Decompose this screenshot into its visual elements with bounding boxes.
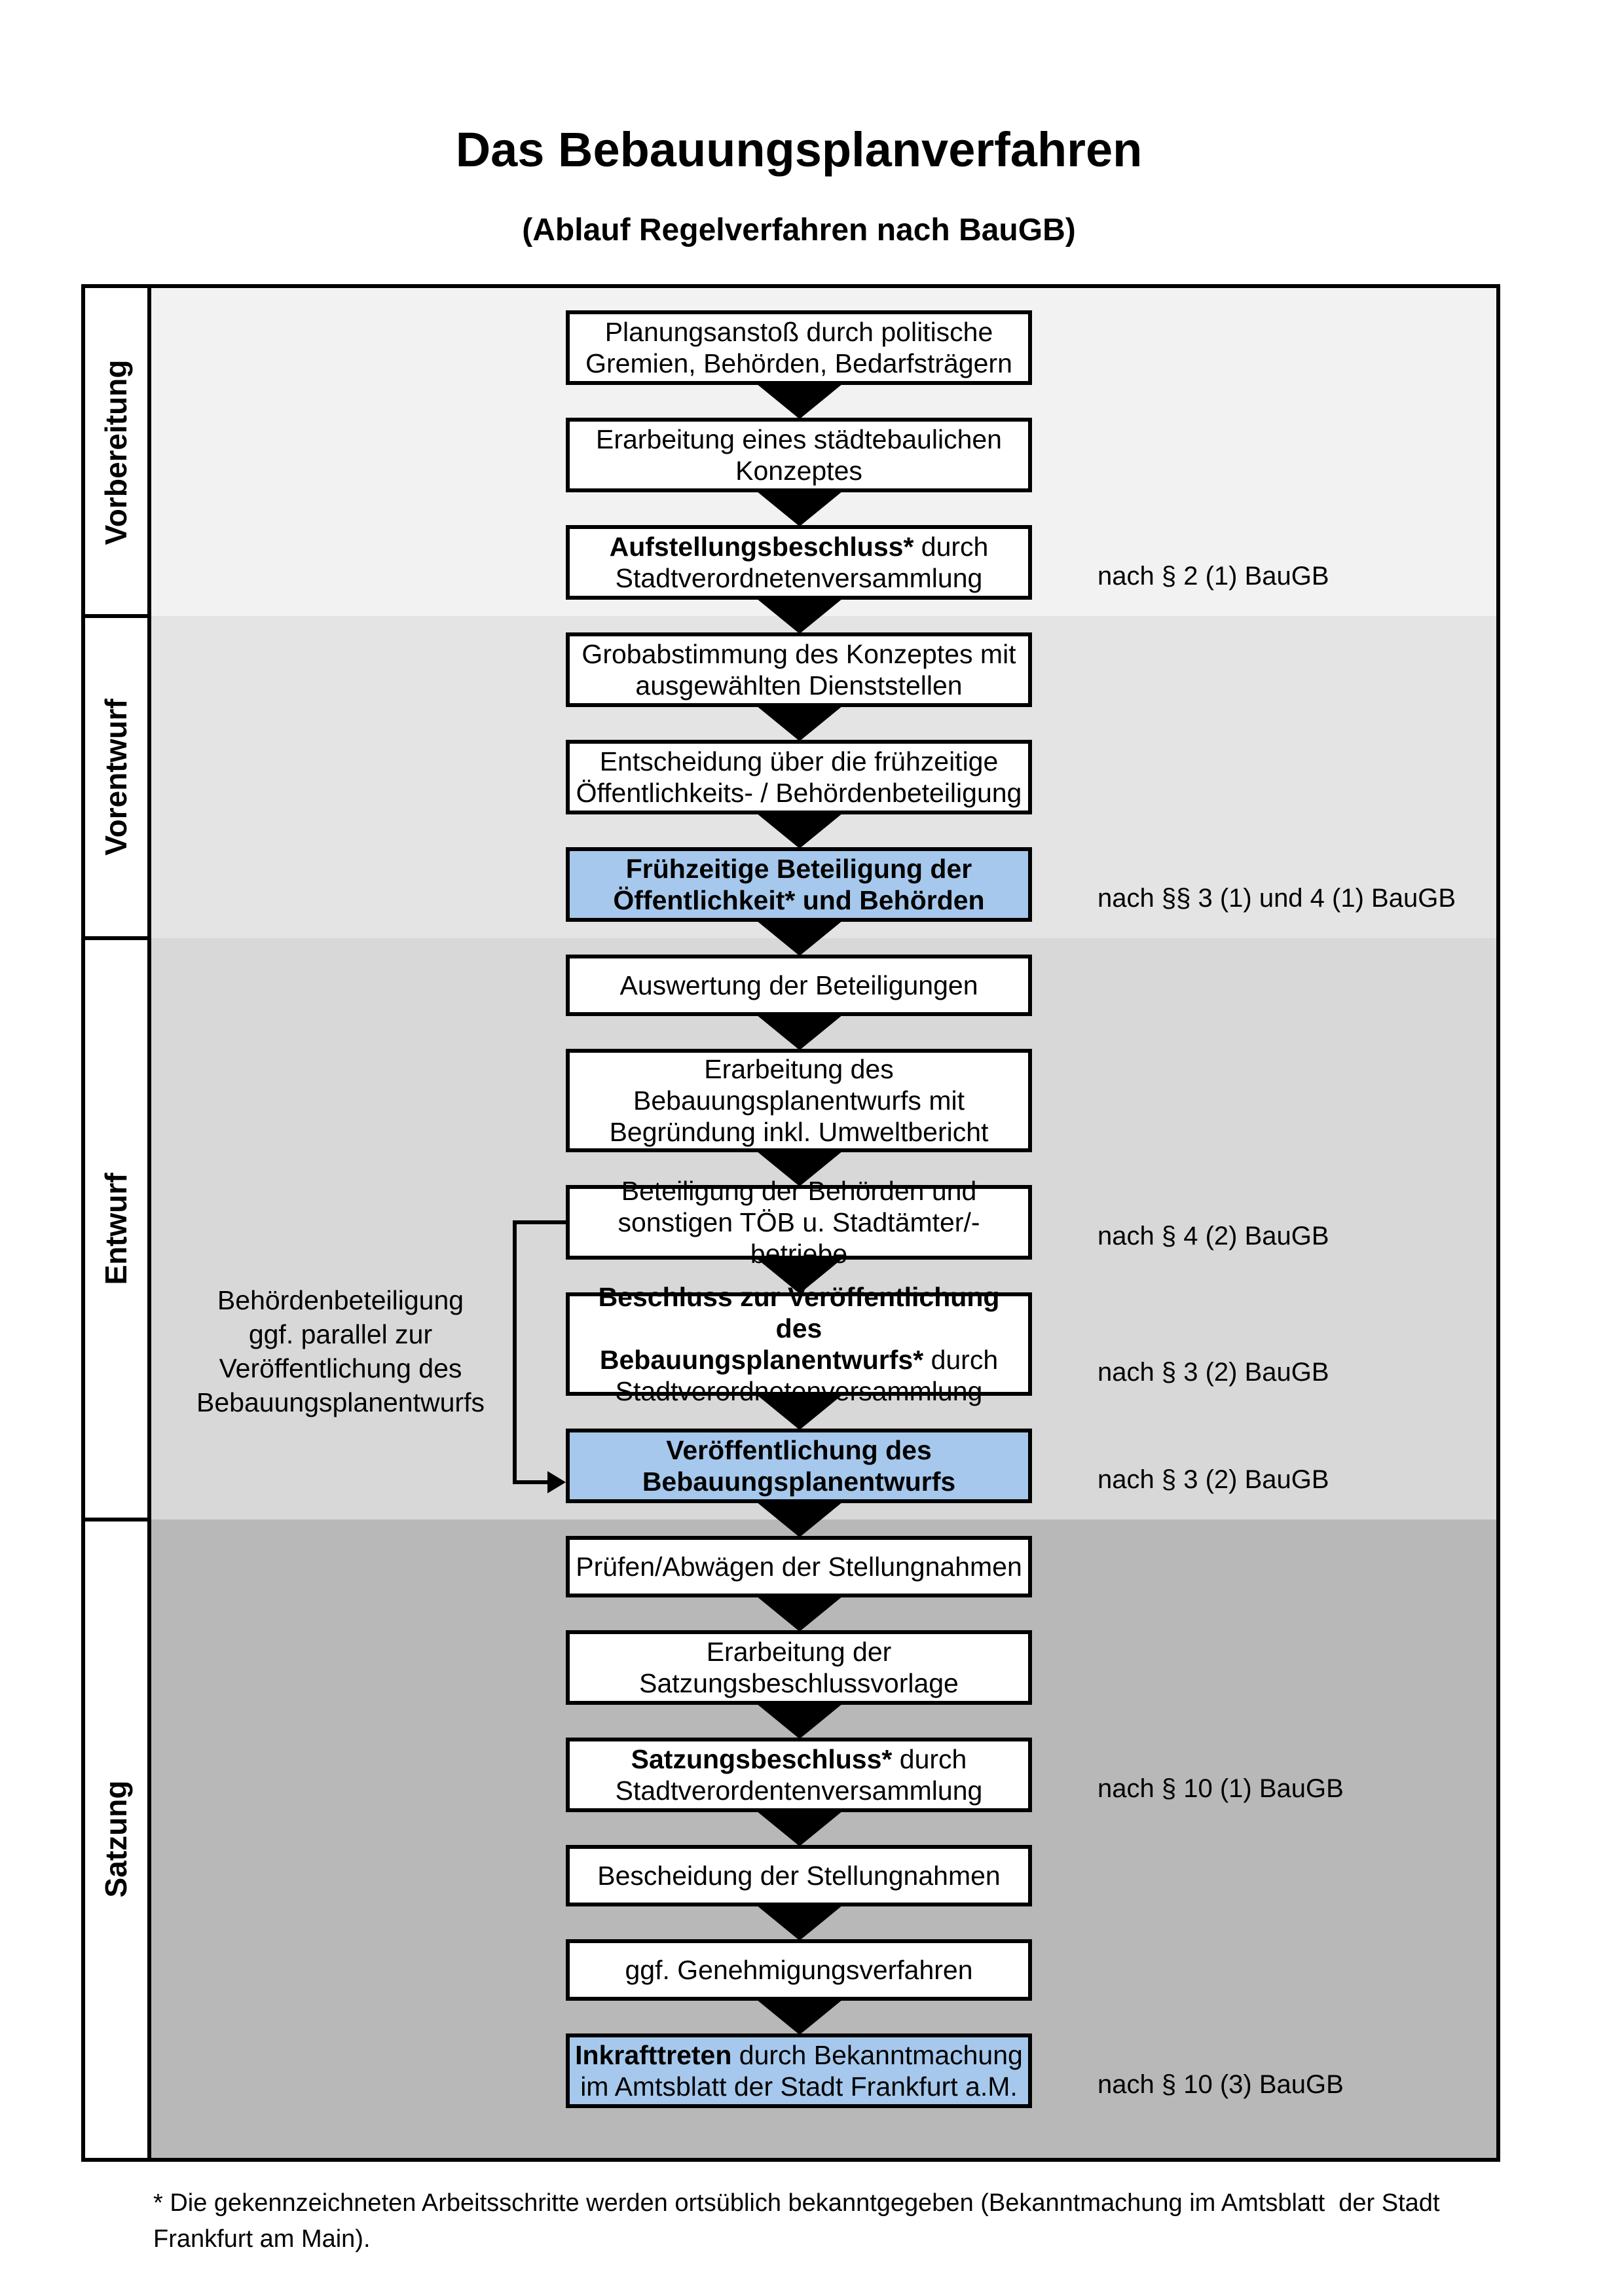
bracket-arrow-icon <box>547 1471 566 1493</box>
down-arrow-icon <box>756 1151 843 1186</box>
flow-step-box: Aufstellungsbeschluss* durch Stadtverord… <box>566 525 1032 600</box>
down-arrow-icon <box>756 706 843 741</box>
phase-label-1: Vorbereitung <box>99 359 133 545</box>
down-arrow-icon <box>756 1905 843 1941</box>
legal-reference: nach § 10 (1) BauGB <box>1098 1774 1344 1803</box>
step-text: Erarbeitung eines städtebaulichen Konzep… <box>596 424 1002 486</box>
legal-reference: nach § 3 (2) BauGB <box>1098 1358 1329 1387</box>
down-arrow-icon <box>756 813 843 848</box>
step-text: Beteiligung der Behörden und sonstigen T… <box>618 1176 980 1269</box>
diagram-frame <box>81 284 1500 2162</box>
down-arrow-icon <box>756 1596 843 1631</box>
step-text: Auswertung der Beteiligungen <box>619 970 978 1000</box>
legal-reference: nach § 10 (3) BauGB <box>1098 2070 1344 2099</box>
legal-reference: nach §§ 3 (1) und 4 (1) BauGB <box>1098 884 1456 913</box>
bracket-line-vertical <box>513 1220 517 1484</box>
phase-label-4: Satzung <box>99 1780 133 1898</box>
step-text: Aufstellungsbeschluss* durch Stadtverord… <box>609 532 989 593</box>
down-arrow-icon <box>756 1394 843 1430</box>
bracket-line-top <box>513 1220 566 1224</box>
flow-step-box: Auswertung der Beteiligungen <box>566 955 1032 1016</box>
down-arrow-icon <box>756 1811 843 1846</box>
step-text: Erarbeitung des Bebauungsplanentwurfs mi… <box>609 1054 989 1147</box>
flow-step-box: Bescheidung der Stellungnahmen <box>566 1845 1032 1906</box>
phase-label-3: Entwurf <box>99 1173 133 1285</box>
flow-step-box: Erarbeitung des Bebauungsplanentwurfs mi… <box>566 1049 1032 1152</box>
step-text: Entscheidung über die frühzeitige Öffent… <box>576 746 1022 808</box>
down-arrow-icon <box>756 1258 843 1294</box>
flow-step-box: Beteiligung der Behörden und sonstigen T… <box>566 1176 1032 1269</box>
step-text: Frühzeitige Beteiligung der Öffentlichke… <box>613 854 985 915</box>
phase-divider-line <box>85 936 147 940</box>
flow-step-box: Planungsanstoß durch politische Gremien,… <box>566 310 1032 385</box>
phase-divider-line <box>85 1518 147 1522</box>
flow-step-box: Veröffentlichung des Bebauungsplanentwur… <box>566 1429 1032 1503</box>
step-text: Planungsanstoß durch politische Gremien,… <box>585 317 1012 378</box>
flow-step-box: ggf. Genehmigungsverfahren <box>566 1939 1032 2001</box>
flow-step-box: Satzungsbeschluss* durch Stadtverordente… <box>566 1738 1032 1812</box>
page-subtitle: (Ablauf Regelverfahren nach BauGB) <box>522 213 1076 247</box>
down-arrow-icon <box>756 920 843 956</box>
step-text: Satzungsbeschluss* durch Stadtverordente… <box>615 1744 983 1806</box>
parallel-process-annotation: Behördenbeteiligung ggf. parallel zur Ve… <box>196 1285 485 1417</box>
step-text: ggf. Genehmigungsverfahren <box>625 1955 973 1985</box>
flow-step-box: Erarbeitung eines städtebaulichen Konzep… <box>566 418 1032 492</box>
phase-label-2: Vorentwurf <box>99 699 133 856</box>
bracket-line-bottom <box>513 1480 550 1484</box>
legal-reference: nach § 4 (2) BauGB <box>1098 1222 1329 1250</box>
down-arrow-icon <box>756 1704 843 1739</box>
down-arrow-icon <box>756 598 843 634</box>
flow-step-box: Inkrafttreten durch Bekanntmachung im Am… <box>566 2033 1032 2108</box>
down-arrow-icon <box>756 1502 843 1537</box>
down-arrow-icon <box>756 1015 843 1050</box>
flow-step-box: Erarbeitung der Satzungsbeschlussvorlage <box>566 1630 1032 1705</box>
legal-reference: nach § 3 (2) BauGB <box>1098 1465 1329 1494</box>
page-title: Das Bebauungsplanverfahren <box>455 122 1143 177</box>
step-text: Prüfen/Abwägen der Stellungnahmen <box>576 1552 1022 1582</box>
down-arrow-icon <box>756 491 843 526</box>
down-arrow-icon <box>756 1999 843 2035</box>
phase-divider-line <box>85 614 147 618</box>
step-text: Erarbeitung der Satzungsbeschlussvorlage <box>639 1637 959 1698</box>
step-text: Grobabstimmung des Konzeptes mit ausgewä… <box>581 639 1016 701</box>
flow-step-box: Beschluss zur Veröffentlichung des Bebau… <box>566 1282 1032 1406</box>
step-text: Inkrafttreten durch Bekanntmachung im Am… <box>575 2040 1023 2102</box>
legal-reference: nach § 2 (1) BauGB <box>1098 562 1329 591</box>
flow-step-box: Entscheidung über die frühzeitige Öffent… <box>566 740 1032 814</box>
phase-label-column-divider <box>147 284 151 2162</box>
step-text: Bescheidung der Stellungnahmen <box>597 1861 1001 1891</box>
step-text: Beschluss zur Veröffentlichung des Bebau… <box>598 1282 1000 1406</box>
footnote: * Die gekennzeichneten Arbeitsschritte w… <box>153 2189 1440 2253</box>
flow-step-box: Prüfen/Abwägen der Stellungnahmen <box>566 1536 1032 1597</box>
down-arrow-icon <box>756 384 843 419</box>
step-text: Veröffentlichung des Bebauungsplanentwur… <box>642 1435 956 1497</box>
flow-step-box: Grobabstimmung des Konzeptes mit ausgewä… <box>566 632 1032 707</box>
flow-step-box: Frühzeitige Beteiligung der Öffentlichke… <box>566 847 1032 922</box>
